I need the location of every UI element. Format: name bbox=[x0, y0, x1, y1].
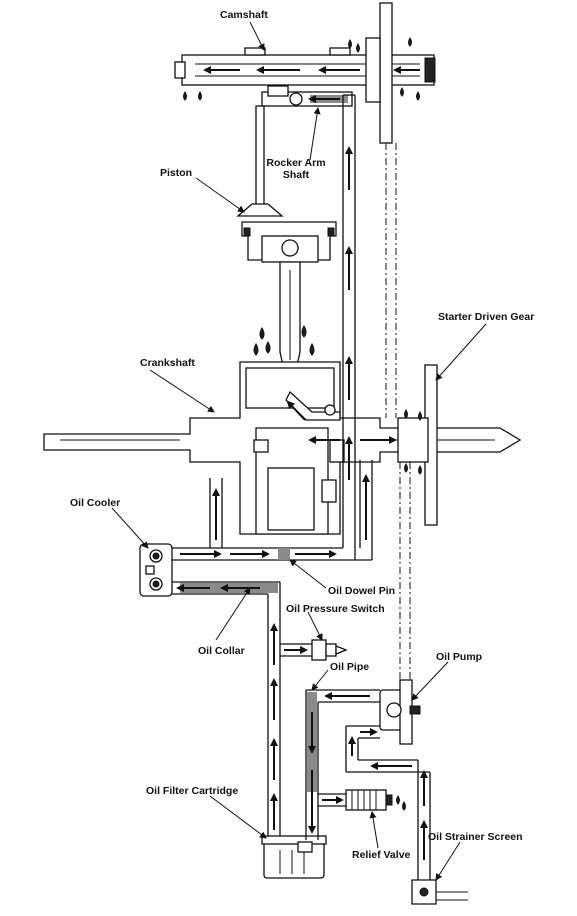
oil-cooler-part bbox=[139, 543, 173, 597]
label-relief-valve: Relief Valve bbox=[352, 849, 411, 861]
label-oil-filter-cartridge: Oil Filter Cartridge bbox=[146, 785, 238, 797]
rocker-arm-shaft-part bbox=[261, 85, 353, 107]
label-oil-pressure-switch: Oil Pressure Switch bbox=[286, 603, 385, 615]
label-rocker-arm-shaft-line1: Rocker Arm bbox=[266, 157, 325, 169]
oil-collar-line bbox=[172, 581, 312, 840]
gallery-flow-arrows bbox=[180, 146, 370, 558]
label-oil-dowel-pin: Oil Dowel Pin bbox=[328, 585, 395, 597]
oil-splash-drops bbox=[253, 324, 315, 356]
relief-valve-part bbox=[345, 789, 406, 811]
oil-strainer-screen-part bbox=[411, 879, 468, 905]
oil-pump-part bbox=[345, 679, 431, 882]
leader-lines bbox=[111, 21, 487, 881]
label-camshaft: Camshaft bbox=[220, 9, 268, 21]
collar-flow-arrows bbox=[176, 584, 308, 830]
label-oil-cooler: Oil Cooler bbox=[70, 497, 120, 509]
oil-pressure-switch-part bbox=[311, 639, 348, 661]
label-oil-collar: Oil Collar bbox=[198, 645, 245, 657]
label-oil-strainer-screen: Oil Strainer Screen bbox=[428, 831, 523, 843]
camshaft-part bbox=[174, 2, 436, 144]
label-crankshaft: Crankshaft bbox=[140, 357, 195, 369]
label-piston: Piston bbox=[160, 167, 192, 179]
label-oil-pipe: Oil Pipe bbox=[330, 661, 369, 673]
timing-chain bbox=[385, 143, 411, 690]
oil-pipe-line bbox=[305, 689, 380, 840]
oil-drops-gear bbox=[404, 409, 422, 475]
oil-drops-camshaft bbox=[183, 37, 420, 101]
starter-driven-gear-part bbox=[397, 364, 438, 526]
valve-stem bbox=[236, 105, 284, 217]
oil-filter-cartridge-part bbox=[261, 835, 327, 879]
pump-flow-arrows bbox=[348, 728, 428, 860]
oil-pipe-flow-arrows bbox=[308, 692, 370, 834]
connecting-rod bbox=[279, 261, 301, 371]
oil-galleries bbox=[172, 94, 373, 561]
label-oil-pump: Oil Pump bbox=[436, 651, 482, 663]
label-rocker-arm-shaft-line2: Shaft bbox=[283, 169, 310, 181]
piston-part bbox=[241, 221, 337, 263]
crankshaft-flow-arrows bbox=[286, 400, 397, 444]
label-starter-driven-gear: Starter Driven Gear bbox=[438, 311, 534, 323]
